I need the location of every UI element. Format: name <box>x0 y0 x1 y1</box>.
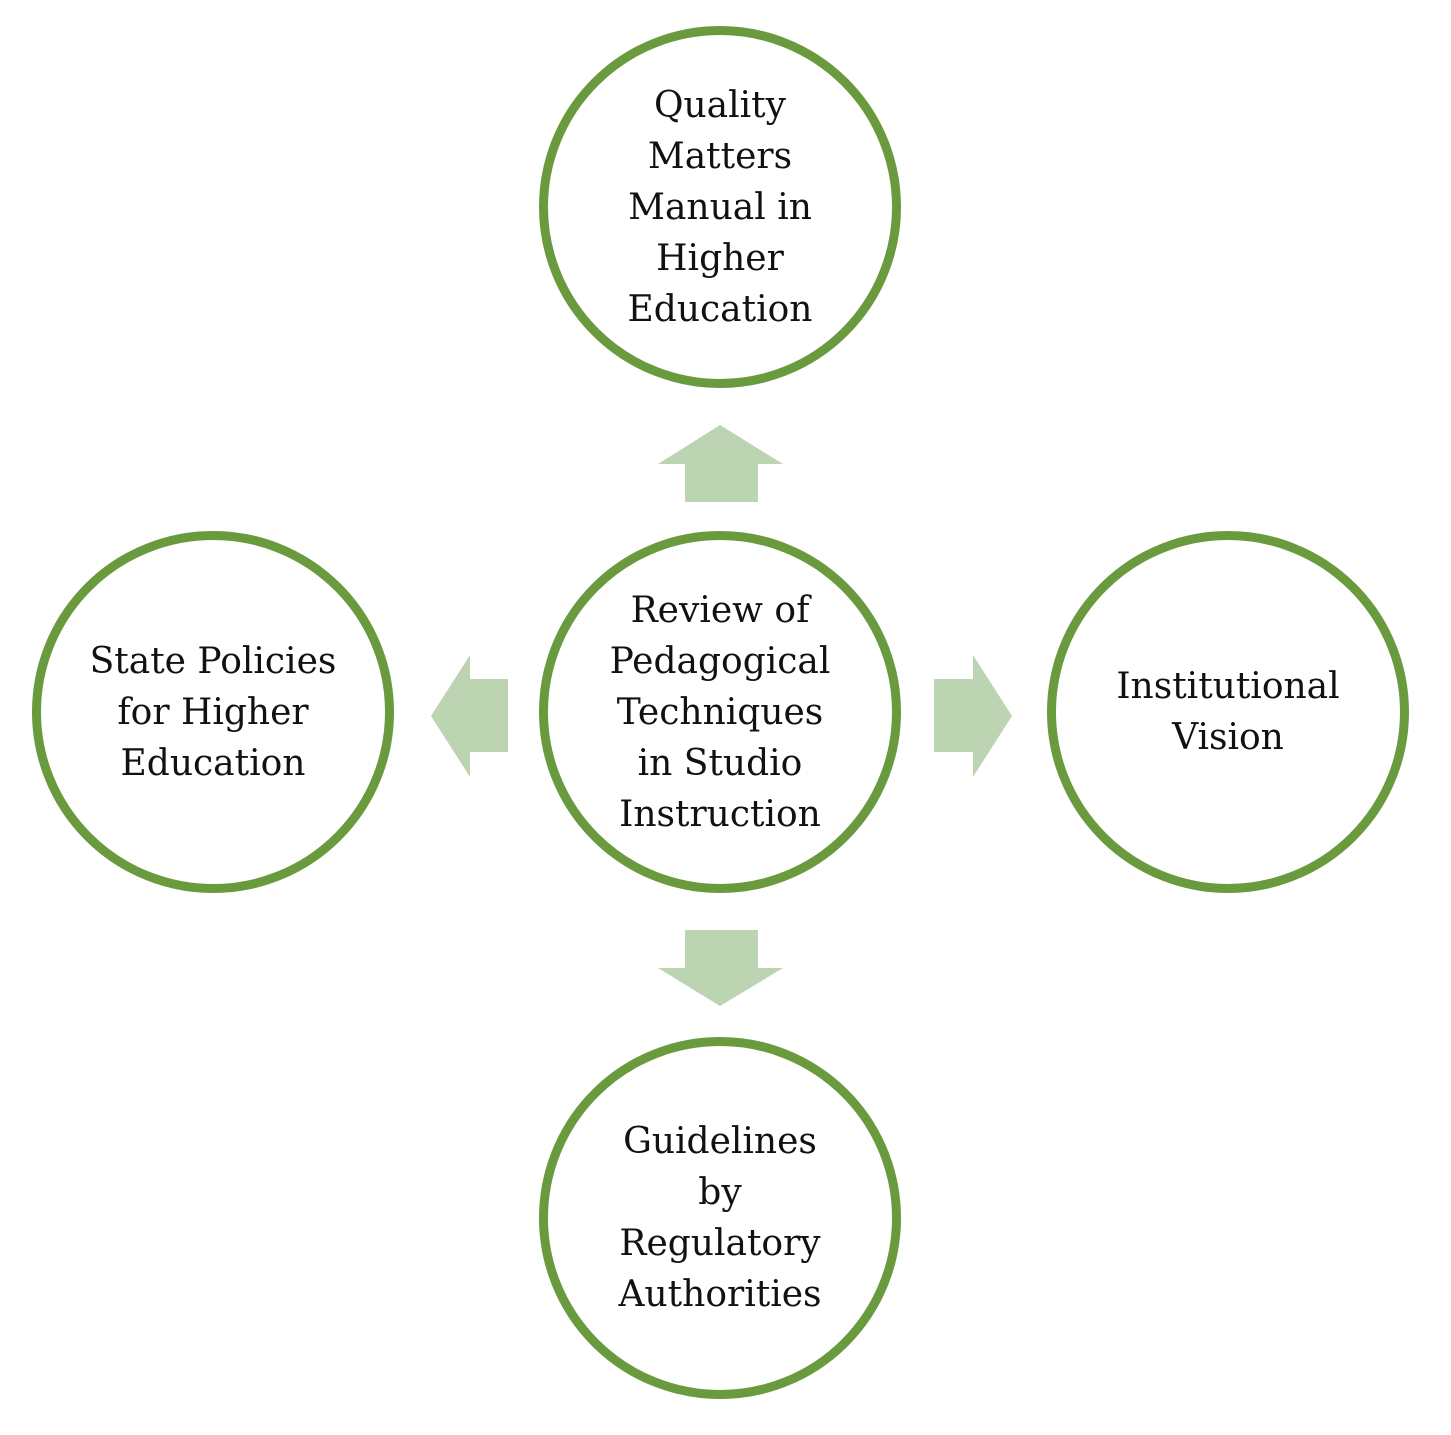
node-state-policies-label: State Policies for Higher Education <box>89 640 337 784</box>
node-institutional-vision: Institutional Vision <box>1047 531 1409 893</box>
node-quality-matters: Quality Matters Manual in Higher Educati… <box>539 26 901 388</box>
node-quality-matters-label: Quality Matters Manual in Higher Educati… <box>627 84 813 330</box>
node-review-label: Review of Pedagogical Techniques in Stud… <box>609 589 831 835</box>
node-guidelines-regulatory: Guidelines by Regulatory Authorities <box>539 1037 901 1399</box>
node-state-policies: State Policies for Higher Education <box>32 531 394 893</box>
arrow-right <box>934 655 1012 777</box>
arrow-left <box>431 655 508 777</box>
node-review-pedagogical-techniques: Review of Pedagogical Techniques in Stud… <box>539 531 901 893</box>
arrow-up <box>658 425 783 502</box>
node-guidelines-label: Guidelines by Regulatory Authorities <box>618 1121 822 1315</box>
arrow-down <box>658 930 783 1006</box>
node-institutional-vision-label: Institutional Vision <box>1116 666 1340 758</box>
